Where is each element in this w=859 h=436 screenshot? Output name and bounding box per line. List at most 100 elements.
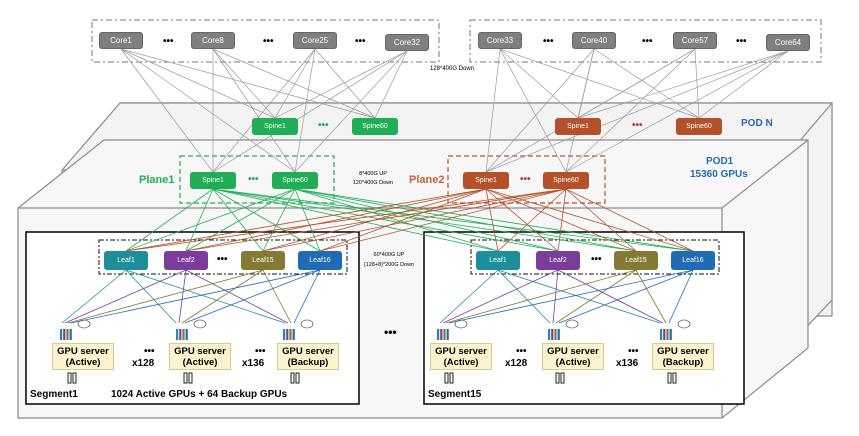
leaf-server-link xyxy=(445,269,637,324)
spine-leaf-link xyxy=(319,188,567,252)
leaf-server-link xyxy=(125,269,286,324)
core-link xyxy=(120,48,296,173)
spine-ellipsis: ••• xyxy=(248,174,259,185)
nic-port xyxy=(283,329,286,340)
spine-leaf-link xyxy=(212,188,559,252)
nic-port xyxy=(66,329,69,340)
spine-leaf-link xyxy=(565,188,694,252)
core-node: Core57 xyxy=(673,32,717,49)
segment1-leaf: Leaf16 xyxy=(298,251,342,270)
core-link xyxy=(120,48,376,119)
leaf-server-link xyxy=(293,269,321,324)
core-link xyxy=(485,48,501,173)
leaf-server-link xyxy=(448,269,694,324)
gpu-card-icon xyxy=(67,372,72,384)
link-bundle-mark xyxy=(565,319,579,329)
leaf-server-link xyxy=(558,269,694,324)
nic-port xyxy=(292,329,295,340)
leaf-link-up-label: 60*400G UP xyxy=(373,252,405,258)
server-title: GPU server xyxy=(657,345,709,357)
server-title: GPU server xyxy=(547,345,599,357)
leaf-server-link xyxy=(67,269,264,324)
spine-leaf-link xyxy=(497,188,567,252)
nic-port xyxy=(663,329,666,340)
plane1-label: Plane1 xyxy=(139,174,175,186)
server-role: (Active) xyxy=(555,356,591,368)
spine-link-up-label: 8*400G UP xyxy=(359,171,387,177)
spine-leaf-link xyxy=(125,188,296,252)
leaf-server-link xyxy=(442,269,559,324)
server-ellipsis: ••• xyxy=(516,346,527,357)
leaf-server-link xyxy=(184,269,321,324)
leaf-server-link xyxy=(557,269,664,324)
nic-port xyxy=(554,329,557,340)
leaf-server-link xyxy=(181,269,264,324)
core-link xyxy=(593,48,700,119)
core-link xyxy=(565,48,595,173)
nic-port xyxy=(437,329,440,340)
segment1-caption: 1024 Active GPUs + 64 Backup GPUs xyxy=(111,389,288,400)
core-node: Core1 xyxy=(99,32,143,49)
core-link xyxy=(485,48,696,173)
core-link xyxy=(212,50,408,173)
nic-port xyxy=(660,329,663,340)
spine-leaf-link xyxy=(185,188,296,252)
pod1-gpu-count: 15360 GPUs xyxy=(690,169,748,180)
core-link xyxy=(294,50,408,173)
nic-port xyxy=(557,329,560,340)
nic-port xyxy=(446,329,449,340)
core-link xyxy=(698,50,789,119)
spine-leaf-link xyxy=(294,188,499,252)
spine-leaf-link xyxy=(212,188,637,252)
core-link xyxy=(565,50,789,173)
nic-port xyxy=(289,329,292,340)
core-node: Core32 xyxy=(385,34,429,51)
leaf-server-link xyxy=(178,269,187,324)
core-node: Core25 xyxy=(293,32,337,49)
nic-port xyxy=(182,329,185,340)
segment15-leaf: Leaf1 xyxy=(476,251,520,270)
leaf-server-link xyxy=(668,269,694,324)
core-link xyxy=(694,48,700,119)
link-bundle-mark xyxy=(677,319,691,329)
core-node: Core40 xyxy=(572,32,616,49)
nic-port xyxy=(548,329,551,340)
server-role: (Active) xyxy=(443,356,479,368)
core-link xyxy=(499,48,700,119)
nic-port xyxy=(63,329,66,340)
spine-leaf-link xyxy=(212,188,694,252)
leaf-server-link xyxy=(70,269,321,324)
gpu-card-icon xyxy=(188,372,193,384)
server-role: (Backup) xyxy=(662,356,704,368)
gpu-card-icon xyxy=(449,372,454,384)
spine-leaf-link xyxy=(185,188,567,252)
nic-port xyxy=(185,329,188,340)
spine-leaf-link xyxy=(185,188,214,252)
server-title: GPU server xyxy=(435,345,487,357)
pod1-plane1-spine-last: Spine60 xyxy=(272,172,318,189)
spine-leaf-link xyxy=(485,188,637,252)
gpu-card-icon xyxy=(555,372,560,384)
leaf-link-down-label: (128+8)*200G Down xyxy=(363,262,415,268)
segment15-leaf: Leaf16 xyxy=(671,251,715,270)
pod1-plane1-spine-first: Spine1 xyxy=(190,172,236,189)
core-link xyxy=(212,48,376,119)
spine-leaf-link xyxy=(212,188,321,252)
pod-n-label: POD N xyxy=(741,118,773,129)
server-multiplier: x136 xyxy=(616,358,639,369)
spine-leaf-link xyxy=(262,188,567,252)
pod-n-spine-green-last: Spine60 xyxy=(352,118,398,135)
spine-leaf-link xyxy=(262,188,296,252)
pod-n-spine-red-last: Spine60 xyxy=(676,118,722,135)
gpu-card-icon xyxy=(672,372,677,384)
server-title: GPU server xyxy=(174,345,226,357)
nic-port xyxy=(666,329,669,340)
spine-leaf-link xyxy=(557,188,567,252)
core-link xyxy=(499,48,579,119)
segment1-leaf: Leaf1 xyxy=(104,251,148,270)
leaf-server-link xyxy=(64,269,187,324)
leaf-group-box-2 xyxy=(470,239,720,275)
nic-port xyxy=(60,329,63,340)
gpu-server: GPU server (Active) xyxy=(542,343,604,370)
